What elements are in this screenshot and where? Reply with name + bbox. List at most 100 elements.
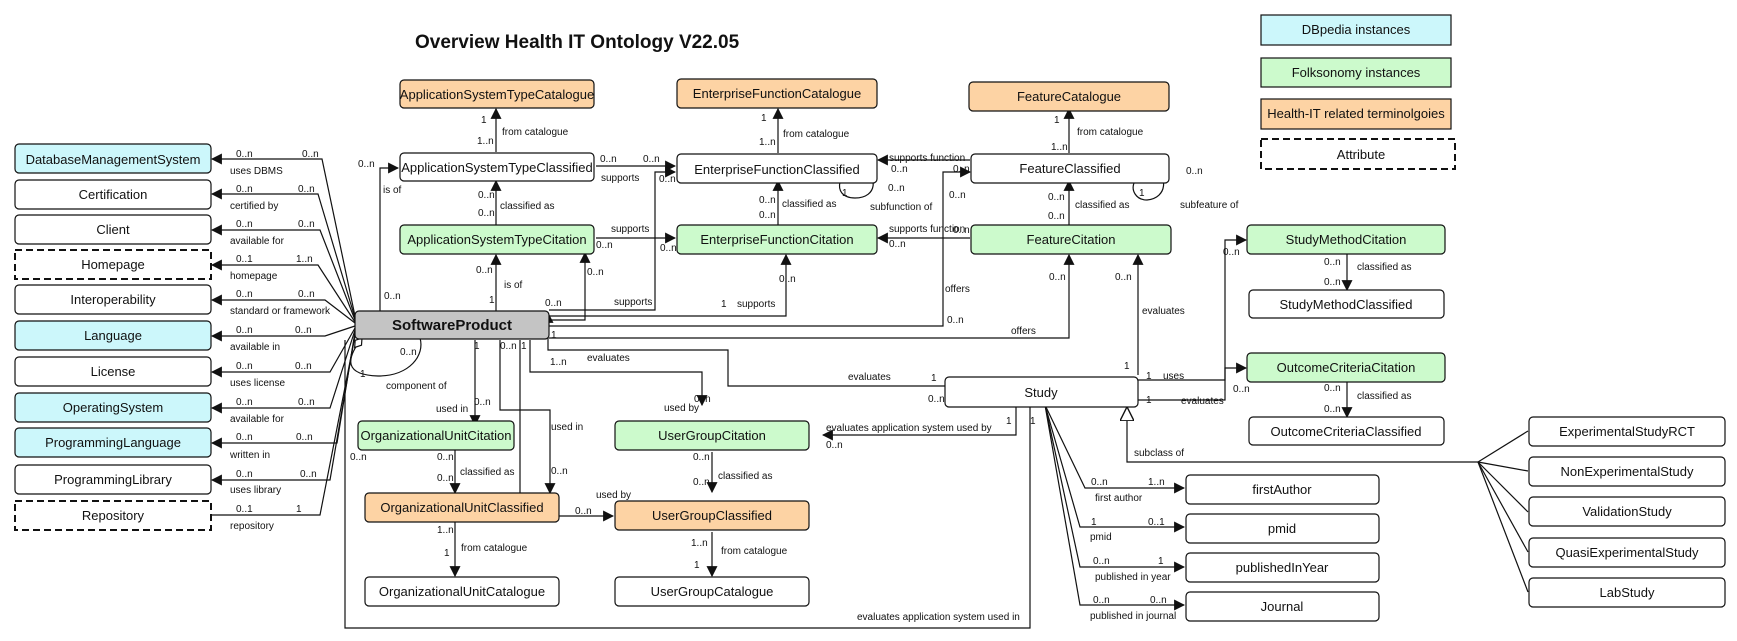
node-enterprise-function-citation [676, 224, 878, 255]
node-non-experimental-study [1528, 456, 1726, 487]
node-feature-classified [970, 153, 1170, 184]
label-is-of-1: is of [383, 185, 402, 196]
edge-study-pmid [1044, 404, 1186, 533]
edge-available-in [210, 325, 356, 342]
label-uses-license: uses license [230, 378, 285, 389]
node-application-system-type-classified-label: ApplicationSystemTypeClassified [401, 160, 592, 175]
card: 0..n [660, 243, 677, 254]
edge-component-of [350, 338, 422, 377]
legend-folksonomy-label: Folksonomy instances [1292, 65, 1421, 80]
edge-study-journal [1044, 404, 1186, 611]
label-supports-4: supports [737, 299, 775, 310]
legend: DBpedia instances Folksonomy instances H… [1260, 14, 1456, 170]
node-journal [1185, 591, 1380, 622]
edge-study-published-in-year [1044, 404, 1186, 573]
label-ug-classified-as: classified as [718, 471, 772, 482]
label-eval-used-by: evaluates application system used by [826, 423, 992, 434]
node-study-method-classified [1248, 289, 1445, 319]
node-enterprise-function-catalogue [676, 78, 878, 109]
label-supports-2: supports [611, 224, 649, 235]
node-first-author-label: firstAuthor [1252, 482, 1312, 497]
node-application-system-type-catalogue-label: ApplicationSystemTypeCatalogue [400, 87, 594, 102]
label-uses-dbms: uses DBMS [230, 166, 283, 177]
card: 0..n [659, 174, 676, 185]
node-quasi-experimental-study-label: QuasiExperimentalStudy [1555, 545, 1699, 560]
card: 1 [1054, 115, 1060, 126]
card: 0..n [575, 506, 592, 517]
card: 1 [1030, 416, 1036, 427]
label-supports-function-2: supports function [889, 224, 965, 235]
card: 0..n [236, 219, 253, 230]
node-application-system-type-classified [399, 152, 595, 182]
node-experimental-study-rct [1528, 416, 1726, 447]
edge-subclass-of [1127, 408, 1478, 463]
card: 0..n [437, 452, 454, 463]
node-user-group-citation [614, 420, 810, 451]
node-programming-language [14, 427, 212, 458]
node-organizational-unit-classified-label: OrganizationalUnitClassified [380, 500, 543, 515]
legend-dbpedia-swatch [1260, 14, 1452, 46]
node-enterprise-function-catalogue-label: EnterpriseFunctionCatalogue [693, 86, 861, 101]
edge-standard-or-framework [210, 294, 356, 324]
edge-labels: uses DBMS certified by available for hom… [229, 127, 1411, 623]
node-repository-label: Repository [82, 508, 145, 523]
card: 0..n [236, 184, 253, 195]
label-used-by-1: used by [664, 403, 699, 414]
card: 0..n [1048, 192, 1065, 203]
node-application-system-type-citation-label: ApplicationSystemTypeCitation [407, 232, 586, 247]
card: 0..n [947, 315, 964, 326]
label-published-in-journal: published in journal [1090, 611, 1176, 622]
label-supports-function-1: supports function [889, 153, 965, 164]
node-lab-study-label: LabStudy [1600, 585, 1655, 600]
node-experimental-study-rct-label: ExperimentalStudyRCT [1559, 424, 1695, 439]
cardinalities: 0..n 0..n 0..n 0..n 0..n 0..n 0..1 1..n … [236, 113, 1341, 606]
edge-homepage [210, 259, 356, 323]
node-published-in-year-label: publishedInYear [1236, 560, 1329, 575]
node-first-author [1185, 474, 1380, 505]
card: 1 [1139, 188, 1145, 199]
label-is-of-2: is of [504, 280, 523, 291]
label-ug-from-catalogue: from catalogue [721, 546, 788, 557]
node-user-group-classified-label: UserGroupClassified [652, 508, 772, 523]
node-outcome-criteria-citation-label: OutcomeCriteriaCitation [1277, 360, 1416, 375]
card: 0..n [500, 341, 517, 352]
edge-sp-offers-feature-classified [549, 166, 972, 327]
card: 1 [694, 560, 700, 571]
node-license-label: License [91, 364, 136, 379]
node-organizational-unit-catalogue-label: OrganizationalUnitCatalogue [379, 584, 545, 599]
edge-uses-dbms [210, 153, 356, 317]
card: 1 [489, 295, 495, 306]
card: 0..n [643, 154, 660, 165]
card: 0..n [759, 195, 776, 206]
edge-uses-library [210, 333, 356, 486]
node-study [944, 376, 1139, 408]
label-written-in: written in [229, 450, 270, 461]
edge-sp-supports-ef-classified [549, 166, 677, 311]
node-application-system-type-catalogue [399, 79, 595, 109]
edge-subclass-rct [1477, 430, 1529, 463]
node-programming-language-label: ProgrammingLanguage [45, 435, 181, 450]
card: 0..n [298, 219, 315, 230]
card: 0..n [1091, 477, 1108, 488]
node-software-product-label: SoftwareProduct [392, 317, 512, 334]
node-certification-label: Certification [79, 187, 148, 202]
card: 0..n [350, 452, 367, 463]
node-operating-system [14, 392, 212, 423]
label-first-author: first author [1095, 493, 1143, 504]
node-organizational-unit-citation [357, 420, 515, 451]
node-client [14, 214, 212, 245]
label-available-for-os: available for [230, 414, 285, 425]
card: 0..n [694, 394, 711, 405]
edge-uses-license [210, 327, 356, 378]
node-outcome-criteria-citation [1246, 352, 1446, 383]
label-available-for-client: available for [230, 236, 285, 247]
label-eval-used-in: evaluates application system used in [857, 612, 1020, 623]
card: 0..n [295, 361, 312, 372]
edge-subclass-non-experimental [1477, 461, 1529, 472]
node-repository [14, 500, 212, 531]
node-outcome-criteria-classified [1248, 416, 1445, 446]
card: 1..n [1051, 142, 1068, 153]
card: 0..n [300, 469, 317, 480]
node-pmid-label: pmid [1268, 521, 1296, 536]
